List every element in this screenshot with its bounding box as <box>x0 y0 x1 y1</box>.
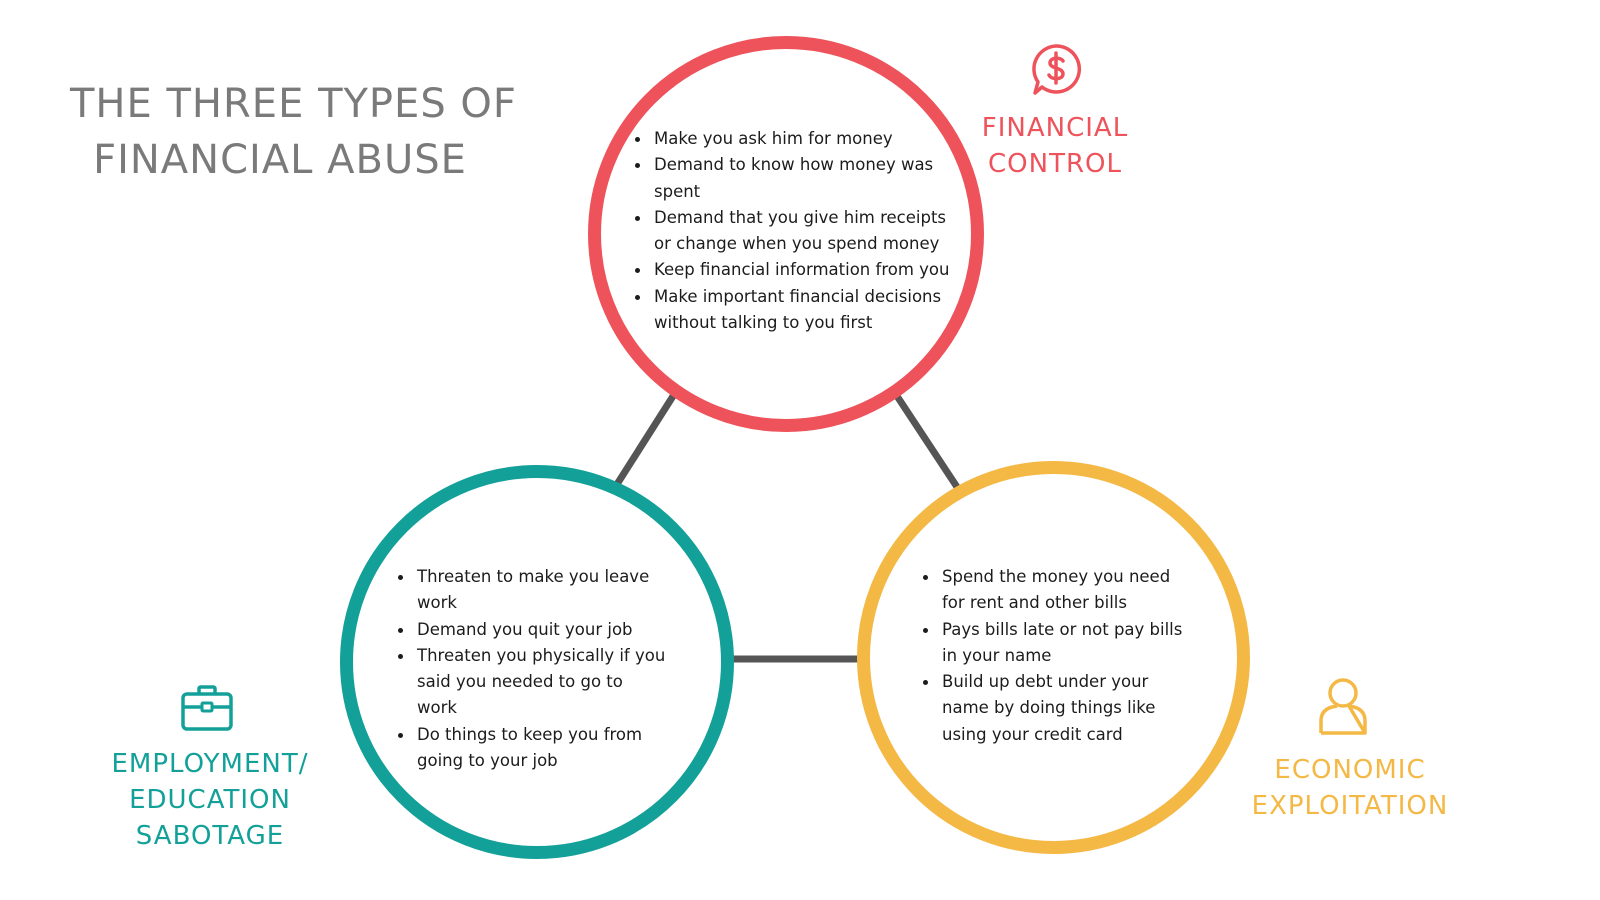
person-icon <box>1318 676 1368 740</box>
list-item: Keep financial information from you <box>633 257 968 283</box>
list-item: Demand that you give him receipts or cha… <box>633 205 968 258</box>
economic-exploitation-list: Spend the money you need for rent and ot… <box>921 564 1186 748</box>
list-item: Threaten to make you leave work <box>396 564 666 617</box>
dollar-speech-bubble-icon <box>1028 42 1084 102</box>
briefcase-icon <box>180 684 234 736</box>
connector-top-left <box>611 391 678 491</box>
financial-control-label: FINANCIAL CONTROL <box>965 110 1145 182</box>
page-title: THE THREE TYPES OF FINANCIAL ABUSE <box>70 76 517 188</box>
label-line: EDUCATION <box>129 785 291 815</box>
list-item: Make you ask him for money <box>633 126 968 152</box>
list-item: Demand to know how money was spent <box>633 152 968 205</box>
list-item: Spend the money you need for rent and ot… <box>921 564 1186 617</box>
title-line-2: FINANCIAL ABUSE <box>93 137 467 183</box>
employment-sabotage-label: EMPLOYMENT/ EDUCATION SABOTAGE <box>90 746 330 854</box>
list-item: Pays bills late or not pay bills in your… <box>921 617 1186 670</box>
list-item: Build up debt under your name by doing t… <box>921 669 1186 748</box>
list-item: Demand you quit your job <box>396 617 666 643</box>
economic-exploitation-label: ECONOMIC EXPLOITATION <box>1235 752 1465 824</box>
financial-control-list: Make you ask him for money Demand to kno… <box>633 126 968 336</box>
label-line: EXPLOITATION <box>1251 791 1449 821</box>
label-line: EMPLOYMENT/ <box>111 749 309 779</box>
label-line: SABOTAGE <box>135 821 285 851</box>
list-item: Do things to keep you from going to your… <box>396 722 666 775</box>
list-item: Make important financial decisions witho… <box>633 284 968 337</box>
label-line: ECONOMIC <box>1274 755 1426 785</box>
list-item: Threaten you physically if you said you … <box>396 643 666 722</box>
title-line-1: THE THREE TYPES OF <box>70 81 517 127</box>
label-line: CONTROL <box>988 149 1122 179</box>
label-line: FINANCIAL <box>981 113 1129 143</box>
connector-top-right <box>892 391 960 489</box>
employment-sabotage-list: Threaten to make you leave work Demand y… <box>396 564 666 774</box>
